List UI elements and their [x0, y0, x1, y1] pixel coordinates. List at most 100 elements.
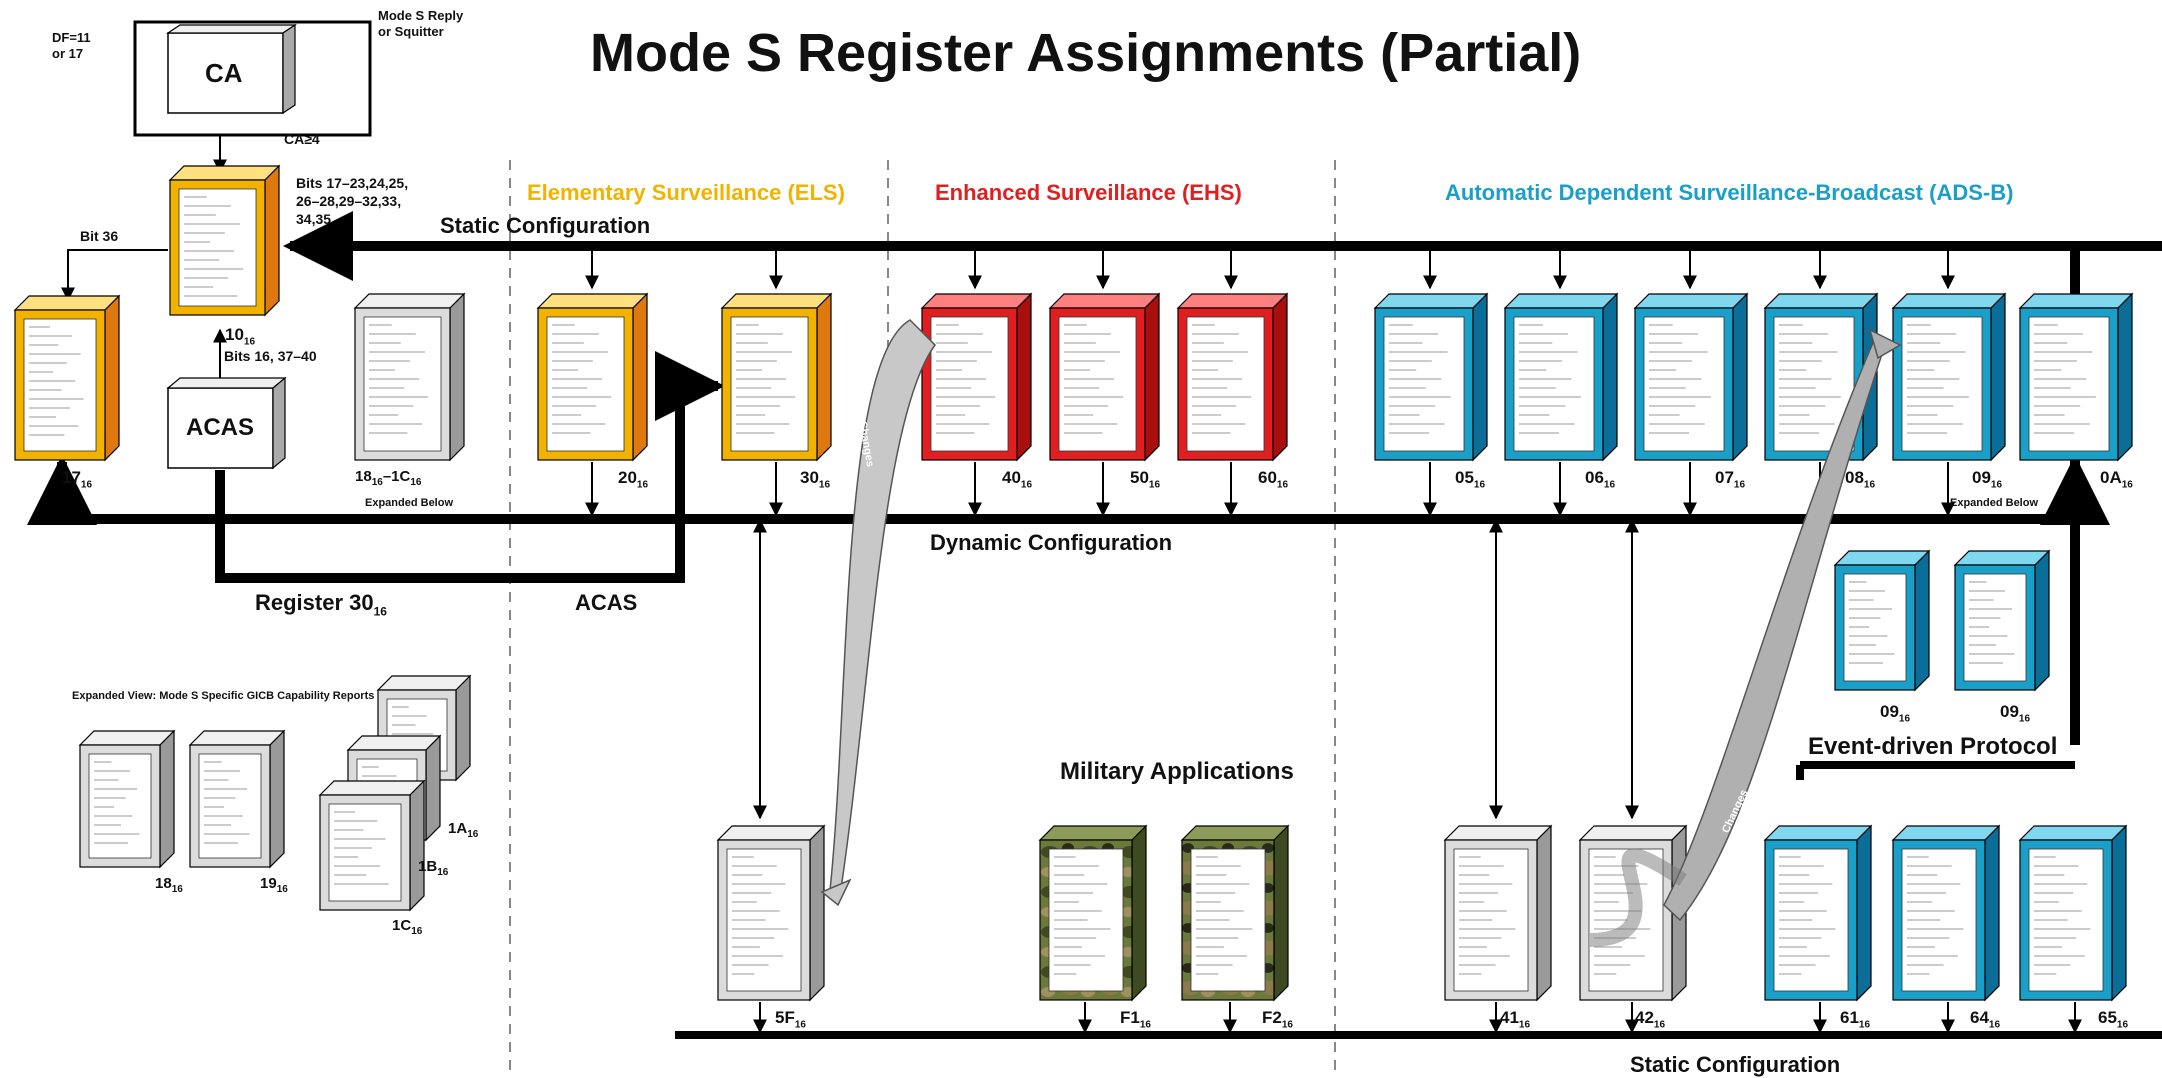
- register-base: 16: [2018, 713, 2031, 725]
- mode-s-reply-box: [133, 20, 372, 137]
- register-sheet: [546, 316, 625, 452]
- register-number: 19: [260, 875, 277, 892]
- register-box: [13, 294, 121, 462]
- register-base: 16: [276, 884, 288, 895]
- register-number: 40: [1002, 468, 1021, 487]
- register-sheet: [1513, 316, 1595, 452]
- register-label: 6116: [1840, 1008, 1870, 1030]
- register-label: 6516: [2098, 1008, 2128, 1030]
- register-base: 16: [1990, 479, 2003, 491]
- acas-box-label: ACAS: [186, 414, 255, 441]
- box-side: [816, 292, 832, 462]
- register-box: [2018, 292, 2134, 462]
- mode-s-reply-label: Mode S Reply or Squitter: [378, 8, 464, 39]
- register-base: 16: [171, 884, 183, 895]
- box-side: [449, 292, 465, 462]
- register-number: 5F: [775, 1008, 795, 1027]
- register-base: 16: [1139, 1019, 1151, 1031]
- box-side: [1602, 292, 1618, 462]
- register-boxes: [13, 164, 2134, 1002]
- register-number: F2: [1262, 1008, 1282, 1027]
- register-base: 16: [1863, 479, 1876, 491]
- register-box: [188, 729, 286, 869]
- register-base: 16: [794, 1019, 806, 1031]
- register-sheet: [730, 316, 809, 452]
- box-top: [1503, 293, 1619, 309]
- register-label: 6016: [1258, 468, 1288, 490]
- box-side: [2117, 292, 2133, 462]
- register-base: 16: [1733, 479, 1746, 491]
- register-label: 0916: [2000, 702, 2030, 724]
- register-number: 0A: [2100, 468, 2122, 487]
- register-base: 16: [1148, 479, 1161, 491]
- register-box: [1176, 292, 1289, 462]
- section-adsb-title: Automatic Dependent Surveillance-Broadca…: [1445, 180, 2014, 205]
- register-box: [1633, 292, 1749, 462]
- box-side: [1272, 292, 1288, 462]
- box-top: [716, 825, 826, 841]
- box-top: [353, 293, 466, 309]
- section-dividers: [509, 160, 1336, 1075]
- box-side: [264, 164, 280, 317]
- changes-arrow-1: [829, 319, 936, 897]
- box-side: [1273, 824, 1289, 1002]
- register-label: 1816–1C16: [355, 468, 421, 488]
- ca-ge4-label: CA≥4: [284, 131, 320, 147]
- box-top: [78, 730, 176, 746]
- box-top: [1443, 825, 1553, 841]
- register-range-end: –1C: [382, 468, 411, 485]
- register-label: 4016: [1002, 468, 1032, 490]
- box-top: [1891, 825, 2001, 841]
- register-box: [1180, 824, 1290, 1002]
- register-label: 0516: [1455, 468, 1485, 490]
- register-number: 60: [1258, 468, 1277, 487]
- expanded-view-label: Expanded View: Mode S Specific GICB Capa…: [72, 690, 375, 702]
- section-ehs-title: Enhanced Surveillance (EHS): [935, 180, 1242, 205]
- register-number: 06: [1585, 468, 1604, 487]
- register-number: F1: [1120, 1008, 1140, 1027]
- register-box: [353, 292, 466, 462]
- section-els-title: Elementary Surveillance (ELS): [527, 180, 845, 205]
- box-side: [1016, 292, 1032, 462]
- register-label: 5016: [1130, 468, 1160, 490]
- box-top: [1833, 550, 1931, 566]
- register-base: 16: [371, 477, 383, 488]
- register-sheet: [363, 316, 442, 452]
- box-top: [1953, 550, 2051, 566]
- box-top: [1891, 293, 2007, 309]
- register-sheet: [23, 318, 97, 452]
- box-top: [1373, 293, 1489, 309]
- register-box: [716, 824, 826, 1002]
- register-base: 16: [1281, 1019, 1293, 1031]
- box-top: [168, 165, 281, 181]
- register-base: 16: [1518, 1019, 1531, 1031]
- register-base: 16: [2121, 479, 2133, 491]
- register30-label: Register 3016: [255, 590, 387, 618]
- register-label: 0816: [1845, 468, 1875, 490]
- register-sheet: [1186, 316, 1265, 452]
- link-41-42: [1589, 848, 1687, 947]
- register-number: 17: [62, 468, 81, 487]
- register-label: 0A16: [2100, 468, 2133, 490]
- box-top: [920, 293, 1033, 309]
- box-top: [720, 293, 833, 309]
- changes-arrow-1-head: [820, 878, 852, 907]
- changes-arrow-2-head: [1868, 328, 1902, 360]
- box-top: [1048, 293, 1161, 309]
- page-title: Mode S Register Assignments (Partial): [590, 23, 1582, 83]
- box-top: [13, 295, 121, 311]
- bits-acas-label: Bits 16, 37–40: [224, 348, 317, 364]
- box-top: [2018, 825, 2128, 841]
- box-side: [1856, 824, 1872, 1002]
- register-base: 16: [1898, 713, 1911, 725]
- box-top: [536, 293, 649, 309]
- register-number: 18: [155, 875, 172, 892]
- box-side: [809, 824, 825, 1002]
- register-number: 42: [1635, 1008, 1654, 1027]
- register-label: 1C16: [392, 917, 422, 937]
- register-number: 50: [1130, 468, 1149, 487]
- register-number: 1A: [448, 820, 468, 837]
- register-base: 16: [1603, 479, 1616, 491]
- register-base: 16: [467, 829, 479, 840]
